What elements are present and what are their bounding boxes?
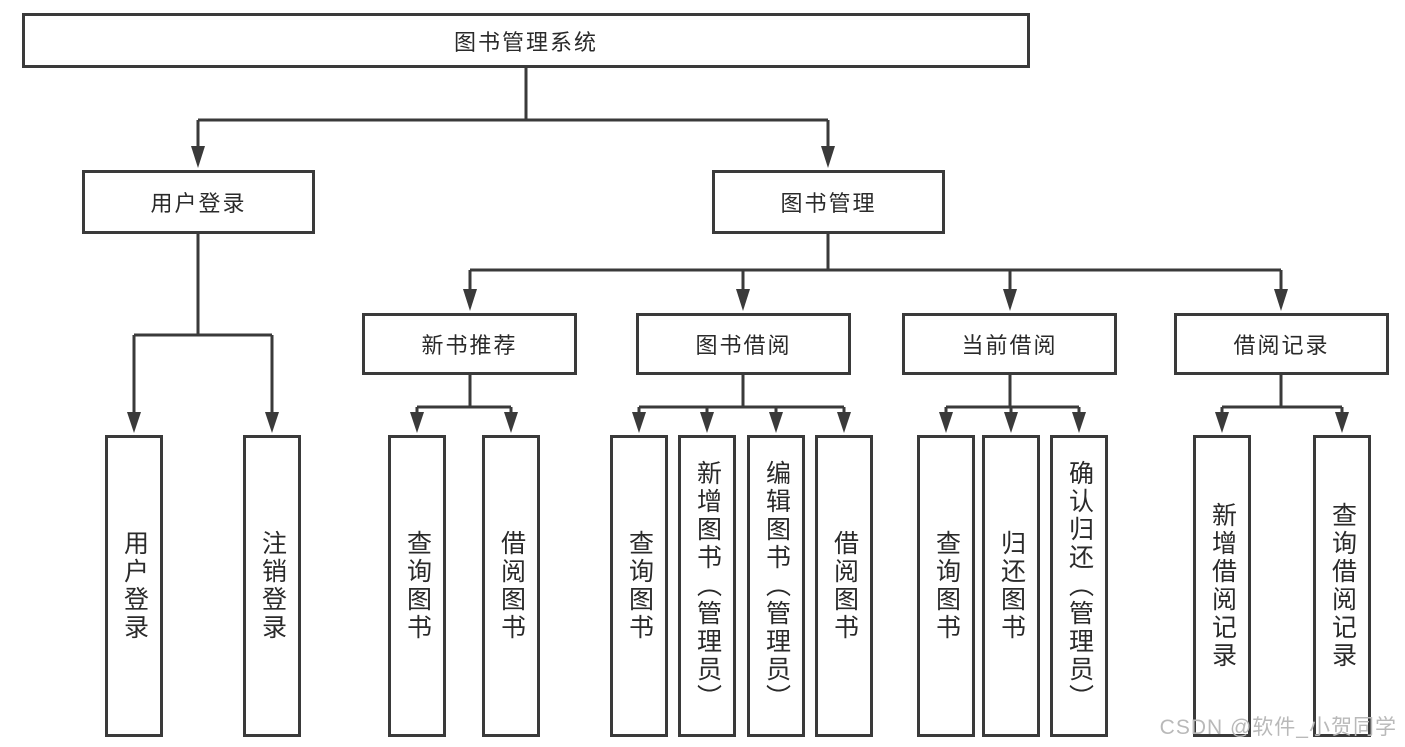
leaf-return-books-label: 归还图书 [997, 530, 1026, 642]
leaf-borrow-books-label: 借阅图书 [830, 530, 859, 642]
leaf-add-borrow-record: 新增借阅记录 [1193, 435, 1251, 737]
leaf-query-borrow-record-label: 查询借阅记录 [1328, 502, 1357, 670]
node-library-system: 图书管理系统 [22, 13, 1030, 68]
leaf-user-login: 用户登录 [105, 435, 163, 737]
leaf-borrowing-query-books: 查询图书 [610, 435, 668, 737]
csdn-watermark: CSDN @软件_小贺同学 [1159, 716, 1397, 739]
leaf-add-borrow-record-label: 新增借阅记录 [1208, 502, 1237, 670]
node-library-system-label: 图书管理系统 [453, 29, 598, 55]
leaf-borrow-books: 借阅图书 [815, 435, 873, 737]
arrowheads [127, 146, 1349, 433]
leaf-newbook-borrow-books: 借阅图书 [482, 435, 540, 737]
node-book-borrowing: 图书借阅 [636, 313, 851, 375]
node-borrow-records-label: 借阅记录 [1233, 333, 1330, 358]
leaf-logout: 注销登录 [243, 435, 301, 737]
leaf-user-login-label: 用户登录 [120, 530, 149, 642]
leaf-edit-books-admin: 编辑图书（管理员） [747, 435, 805, 737]
leaf-newbook-query-books: 查询图书 [388, 435, 446, 737]
node-book-borrowing-label: 图书借阅 [695, 333, 792, 358]
node-new-book-recommend-label: 新书推荐 [421, 333, 518, 358]
leaf-logout-label: 注销登录 [258, 530, 287, 642]
node-current-borrowing-label: 当前借阅 [961, 333, 1058, 358]
leaf-confirm-return-admin-label: 确认归还（管理员） [1065, 460, 1094, 712]
leaf-query-borrow-record: 查询借阅记录 [1313, 435, 1371, 737]
node-new-book-recommend: 新书推荐 [362, 313, 577, 375]
node-book-management: 图书管理 [712, 170, 945, 234]
leaf-add-books-admin-label: 新增图书（管理员） [693, 460, 722, 712]
leaf-borrowing-query-books-label: 查询图书 [625, 530, 654, 642]
leaf-edit-books-admin-label: 编辑图书（管理员） [762, 460, 791, 712]
node-book-management-label: 图书管理 [780, 191, 877, 216]
leaf-confirm-return-admin: 确认归还（管理员） [1050, 435, 1108, 737]
leaf-newbook-query-books-label: 查询图书 [403, 530, 432, 642]
node-borrow-records: 借阅记录 [1174, 313, 1389, 375]
leaf-return-books: 归还图书 [982, 435, 1040, 737]
leaf-current-query-books: 查询图书 [917, 435, 975, 737]
node-user-login-label: 用户登录 [150, 191, 247, 216]
leaf-newbook-borrow-books-label: 借阅图书 [497, 530, 526, 642]
leaf-add-books-admin: 新增图书（管理员） [678, 435, 736, 737]
leaf-current-query-books-label: 查询图书 [932, 530, 961, 642]
node-current-borrowing: 当前借阅 [902, 313, 1117, 375]
node-user-login: 用户登录 [82, 170, 315, 234]
